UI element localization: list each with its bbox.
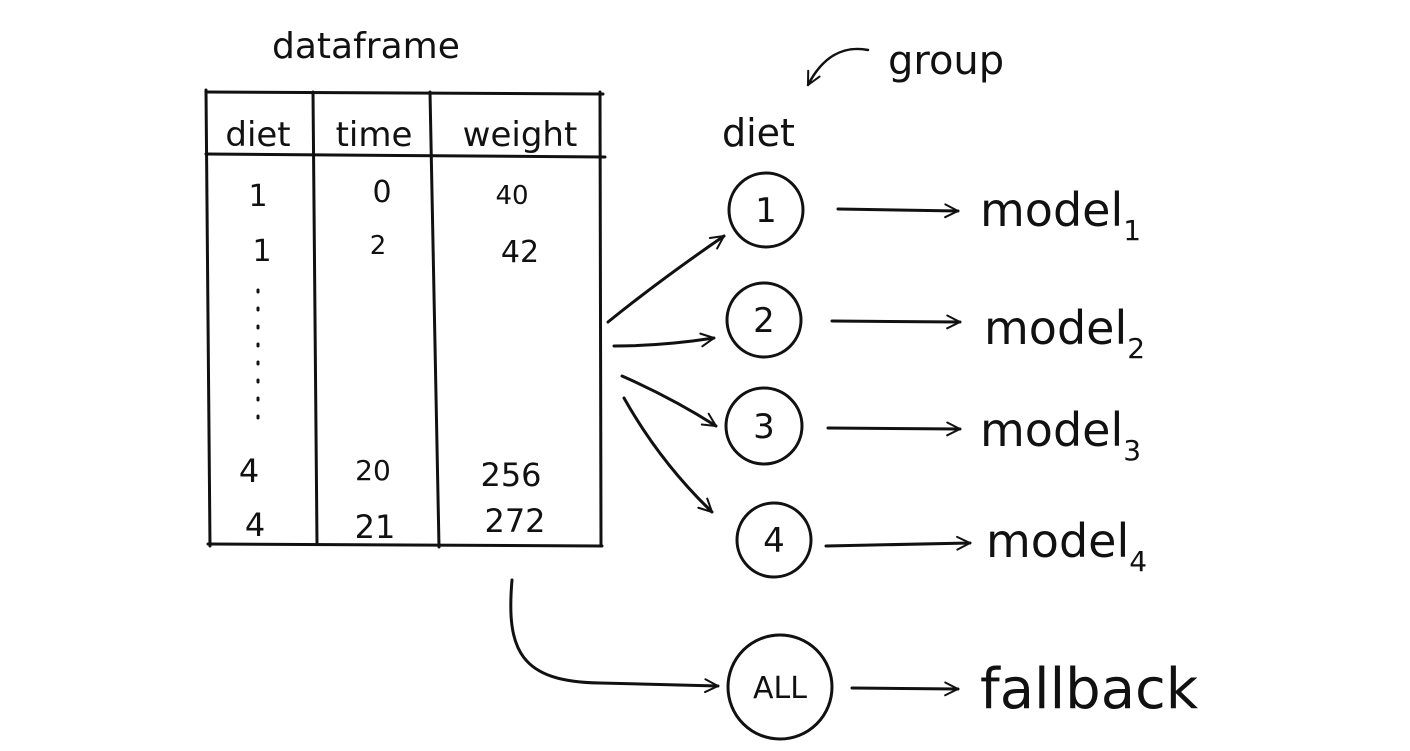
header-weight: weight — [463, 115, 578, 155]
cell-weight: 42 — [501, 235, 539, 270]
cell-diet: 4 — [245, 506, 265, 544]
arrow-all-to-fallback — [850, 681, 960, 697]
table-col-divider-2 — [428, 90, 441, 549]
cell-time: 20 — [355, 454, 391, 487]
table-top-border — [204, 90, 605, 96]
group-node-1: 1 model1 — [727, 171, 1141, 249]
cell-weight: 256 — [480, 456, 541, 494]
arrow-table-to-all — [509, 578, 720, 694]
cell-weight: 40 — [495, 181, 528, 211]
group-node-2: 2 model2 — [725, 281, 1145, 365]
cell-time: 21 — [355, 508, 396, 546]
group-node-label: 3 — [753, 407, 775, 447]
group-node-label: 2 — [753, 301, 775, 341]
group-label: group — [888, 38, 1004, 84]
group-pointer-arrow — [806, 47, 870, 87]
group-node-all: ALL fallback — [726, 633, 1199, 741]
dataframe-title: dataframe — [272, 26, 460, 67]
model-label: model3 — [980, 403, 1141, 467]
model-label: model2 — [984, 301, 1145, 365]
arrow-table-to-group-3 — [620, 374, 718, 428]
fallback-label: fallback — [980, 657, 1199, 722]
cell-time: 0 — [372, 175, 391, 210]
group-node-label: 4 — [763, 521, 785, 561]
dataframe-table: diet time weight 1 0 40 1 2 42 4 20 256 … — [204, 88, 607, 549]
arrow-table-to-group-2 — [612, 332, 716, 348]
arrow-group-to-model — [826, 421, 962, 437]
cell-time: 2 — [370, 231, 387, 261]
cell-diet: 1 — [252, 234, 271, 269]
model-label: model4 — [986, 514, 1147, 578]
cell-weight: 272 — [484, 502, 545, 540]
header-time: time — [336, 115, 413, 155]
group-node-3: 3 model3 — [724, 386, 1141, 467]
arrow-group-to-model — [836, 203, 960, 219]
arrow-group-to-model — [830, 314, 962, 330]
table-col-divider-1 — [311, 90, 319, 546]
group-node-label: 1 — [755, 191, 777, 231]
table-header-divider — [204, 152, 607, 159]
group-column-label: diet — [722, 111, 795, 155]
cell-diet: 4 — [239, 452, 259, 490]
header-diet: diet — [225, 115, 290, 155]
table-right-border — [598, 90, 603, 548]
arrow-table-to-group-1 — [606, 234, 726, 324]
all-node-label: ALL — [753, 671, 807, 706]
arrow-table-to-group-4 — [622, 396, 714, 514]
arrow-group-to-model — [824, 535, 972, 551]
table-left-border — [204, 88, 212, 548]
table-bottom-border — [206, 542, 604, 548]
model-label: model1 — [980, 183, 1141, 247]
group-node-4: 4 model4 — [735, 501, 1147, 579]
cell-diet: 1 — [248, 179, 267, 214]
